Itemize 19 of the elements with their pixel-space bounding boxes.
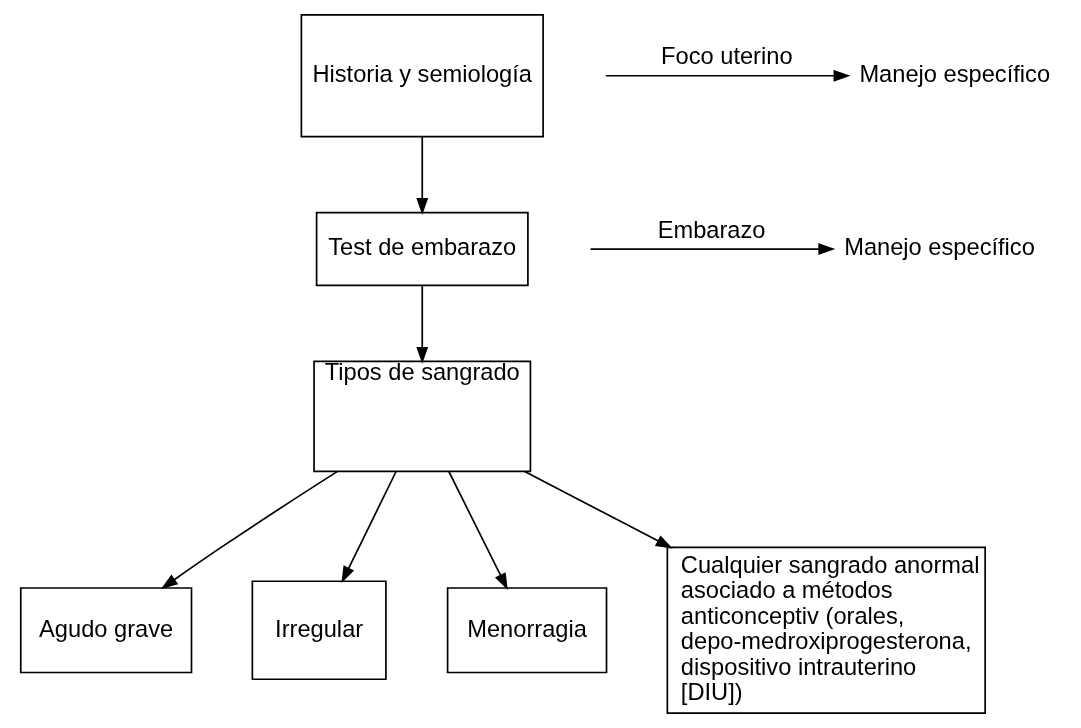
node-box: Menorragia <box>446 587 607 674</box>
arrow <box>160 470 338 590</box>
node-box: Agudo grave <box>19 587 192 674</box>
edge-label: Foco uterino <box>660 43 793 70</box>
node-box: Cualquier sangrado anormal asociado a métodos anticonceptiv (orales, depo-medroxiprogesterona, dispositivo intrauterino [DIU]) <box>666 546 986 714</box>
node-box: Irregular <box>251 580 387 681</box>
arrow <box>447 470 508 590</box>
node-text: Manejo específico <box>843 234 1035 261</box>
node-box: Historia y semiología <box>300 14 544 138</box>
arrow <box>523 470 673 549</box>
arrow <box>415 136 428 216</box>
arrow <box>604 69 850 82</box>
edge-label: Embarazo <box>657 216 766 243</box>
node-text: Manejo específico <box>858 61 1050 88</box>
arrow <box>589 243 835 255</box>
arrow <box>415 284 428 364</box>
node-box: Test de embarazo <box>315 211 529 287</box>
arrow <box>340 470 397 584</box>
node-box: Tipos de sangrado <box>312 360 531 473</box>
